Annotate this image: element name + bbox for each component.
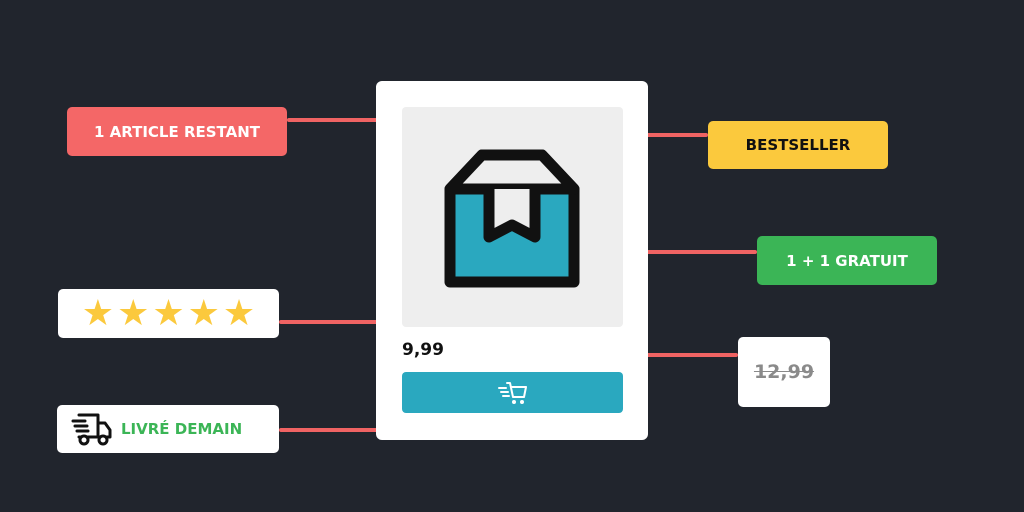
connector-line-delivery: [279, 428, 404, 432]
delivery-truck-icon: [71, 413, 112, 446]
rating-stars: ★ ★ ★ ★ ★: [58, 289, 279, 338]
stock-badge: 1 ARTICLE RESTANT: [67, 107, 287, 156]
add-to-cart-button[interactable]: [402, 372, 623, 413]
connector-line-stock: [287, 118, 418, 122]
old-price-badge: 12,99: [738, 337, 830, 407]
package-box-icon: [444, 149, 580, 288]
delivery-badge: LIVRÉ DEMAIN: [57, 405, 279, 453]
product-image[interactable]: [402, 107, 623, 327]
bestseller-badge: BESTSELLER: [708, 121, 888, 169]
delivery-label: LIVRÉ DEMAIN: [121, 420, 243, 438]
star-icon: ★: [81, 292, 115, 334]
connector-line-promo: [585, 250, 757, 254]
promo-badge: 1 + 1 GRATUIT: [757, 236, 937, 285]
star-icon: ★: [152, 292, 185, 334]
product-price: 9,99: [402, 340, 444, 360]
connector-line-bestseller: [612, 133, 708, 137]
star-icon: ★: [187, 292, 220, 334]
star-icon: ★: [222, 292, 256, 334]
connector-line-rating: [279, 320, 432, 324]
fast-cart-icon: [497, 381, 527, 404]
star-icon: ★: [117, 292, 150, 334]
